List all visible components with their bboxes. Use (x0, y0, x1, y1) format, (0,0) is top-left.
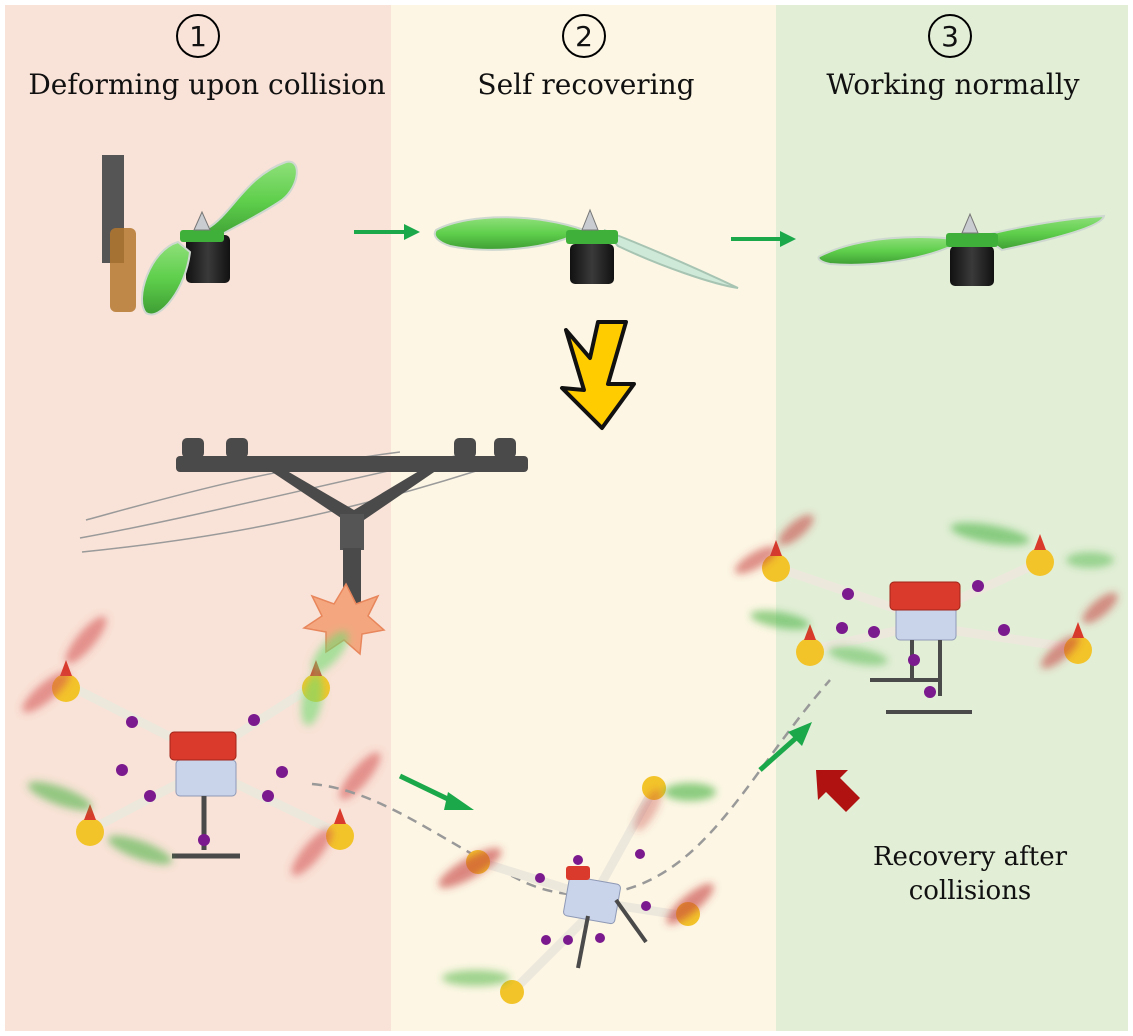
joint-marker (262, 790, 274, 802)
motion-arrow-2 (758, 722, 812, 772)
battery-icon (169, 731, 237, 761)
blade (817, 236, 965, 266)
insulator (454, 438, 476, 458)
step-number-3: 3 (928, 14, 972, 58)
motor-icon (950, 246, 994, 286)
spinner-nut (961, 212, 979, 234)
motor-pod (76, 818, 104, 846)
drone-body (175, 759, 237, 797)
joint-marker (972, 580, 984, 592)
spinner-nut (581, 208, 599, 231)
blade (433, 216, 587, 251)
drone-arm (773, 563, 905, 615)
transition-arrow (560, 320, 636, 430)
stage-arrow-1 (354, 224, 420, 240)
bent-blade (141, 240, 192, 316)
drone-normal (734, 514, 1118, 714)
joint-marker (563, 935, 573, 945)
joint-marker (924, 686, 936, 698)
joint-marker (126, 716, 138, 728)
drone-arm (805, 625, 905, 655)
step-number-2: 2 (562, 14, 606, 58)
motor-pod (762, 554, 790, 582)
normal-propeller-illustration (817, 212, 1106, 286)
propeller-hub (566, 230, 618, 244)
joint-marker (198, 834, 210, 846)
motor-pod (1026, 548, 1054, 576)
joint-marker (116, 764, 128, 776)
annotation-line-2: collisions (908, 876, 1032, 906)
spinning-propeller (438, 783, 716, 986)
stage-3-panel (776, 5, 1128, 1031)
recovering-propeller-illustration (433, 208, 739, 289)
joint-marker (595, 933, 605, 943)
joint-marker (541, 935, 551, 945)
motor-icon (570, 244, 614, 284)
joint-marker (635, 849, 645, 859)
joint-marker (908, 654, 920, 666)
blade (979, 214, 1106, 252)
pole-joint (340, 514, 364, 550)
spinning-propeller (734, 514, 1118, 669)
stage-1-panel (5, 5, 391, 1031)
drone-recovering (438, 776, 716, 1004)
joint-marker (868, 626, 880, 638)
joint-marker (535, 873, 545, 883)
landing-leg (614, 898, 648, 944)
joint-marker (248, 714, 260, 726)
obstacle-bracket (110, 228, 136, 312)
battery-icon (566, 866, 590, 880)
drone-colliding (22, 616, 381, 876)
step-title-3: Working normally (826, 68, 1080, 101)
drone-arm (509, 905, 599, 995)
spinner (1072, 622, 1084, 638)
stage-2-panel (391, 5, 776, 1031)
motor-icon (186, 235, 230, 283)
spinner (804, 624, 816, 640)
joint-marker (836, 622, 848, 634)
spinner (334, 808, 346, 824)
motor-pod (796, 638, 824, 666)
deformed-propeller-illustration (102, 155, 298, 316)
power-line (81, 459, 511, 553)
joint-marker (276, 766, 288, 778)
joint-marker (998, 624, 1010, 636)
joint-marker (641, 901, 651, 911)
joint-marker (144, 790, 156, 802)
spinning-propeller (22, 616, 381, 876)
bent-blade (206, 160, 298, 242)
stage-arrow-2 (731, 231, 796, 247)
propeller-hub (180, 230, 224, 242)
pole-brace (266, 468, 440, 520)
landing-leg (576, 915, 590, 969)
propeller-hub (946, 233, 998, 247)
recovering-blade (603, 229, 739, 289)
impact-arrow-icon (816, 770, 860, 812)
battery-icon (889, 581, 961, 611)
drone-body (563, 875, 621, 925)
spinner-nut (193, 210, 211, 231)
spinner (1034, 534, 1046, 550)
spinner (84, 804, 96, 820)
motion-arrow-1 (398, 773, 474, 810)
insulator (182, 438, 204, 458)
motor-pod (326, 822, 354, 850)
trajectory-path (311, 679, 831, 897)
joint-marker (573, 855, 583, 865)
step-number-1: 1 (176, 14, 220, 58)
pole-crossarm (176, 456, 528, 472)
annotation-line-1: Recovery after (872, 842, 1068, 872)
recovery-annotation: Recovery after collisions (872, 840, 1068, 908)
motor-pod (500, 980, 524, 1004)
step-title-1: Deforming upon collision (28, 68, 386, 101)
step-title-2: Self recovering (477, 68, 695, 101)
insulator (494, 438, 516, 458)
joint-marker (842, 588, 854, 600)
utility-pole-illustration (79, 438, 528, 620)
insulator (226, 438, 248, 458)
drone-arm (945, 625, 1079, 653)
